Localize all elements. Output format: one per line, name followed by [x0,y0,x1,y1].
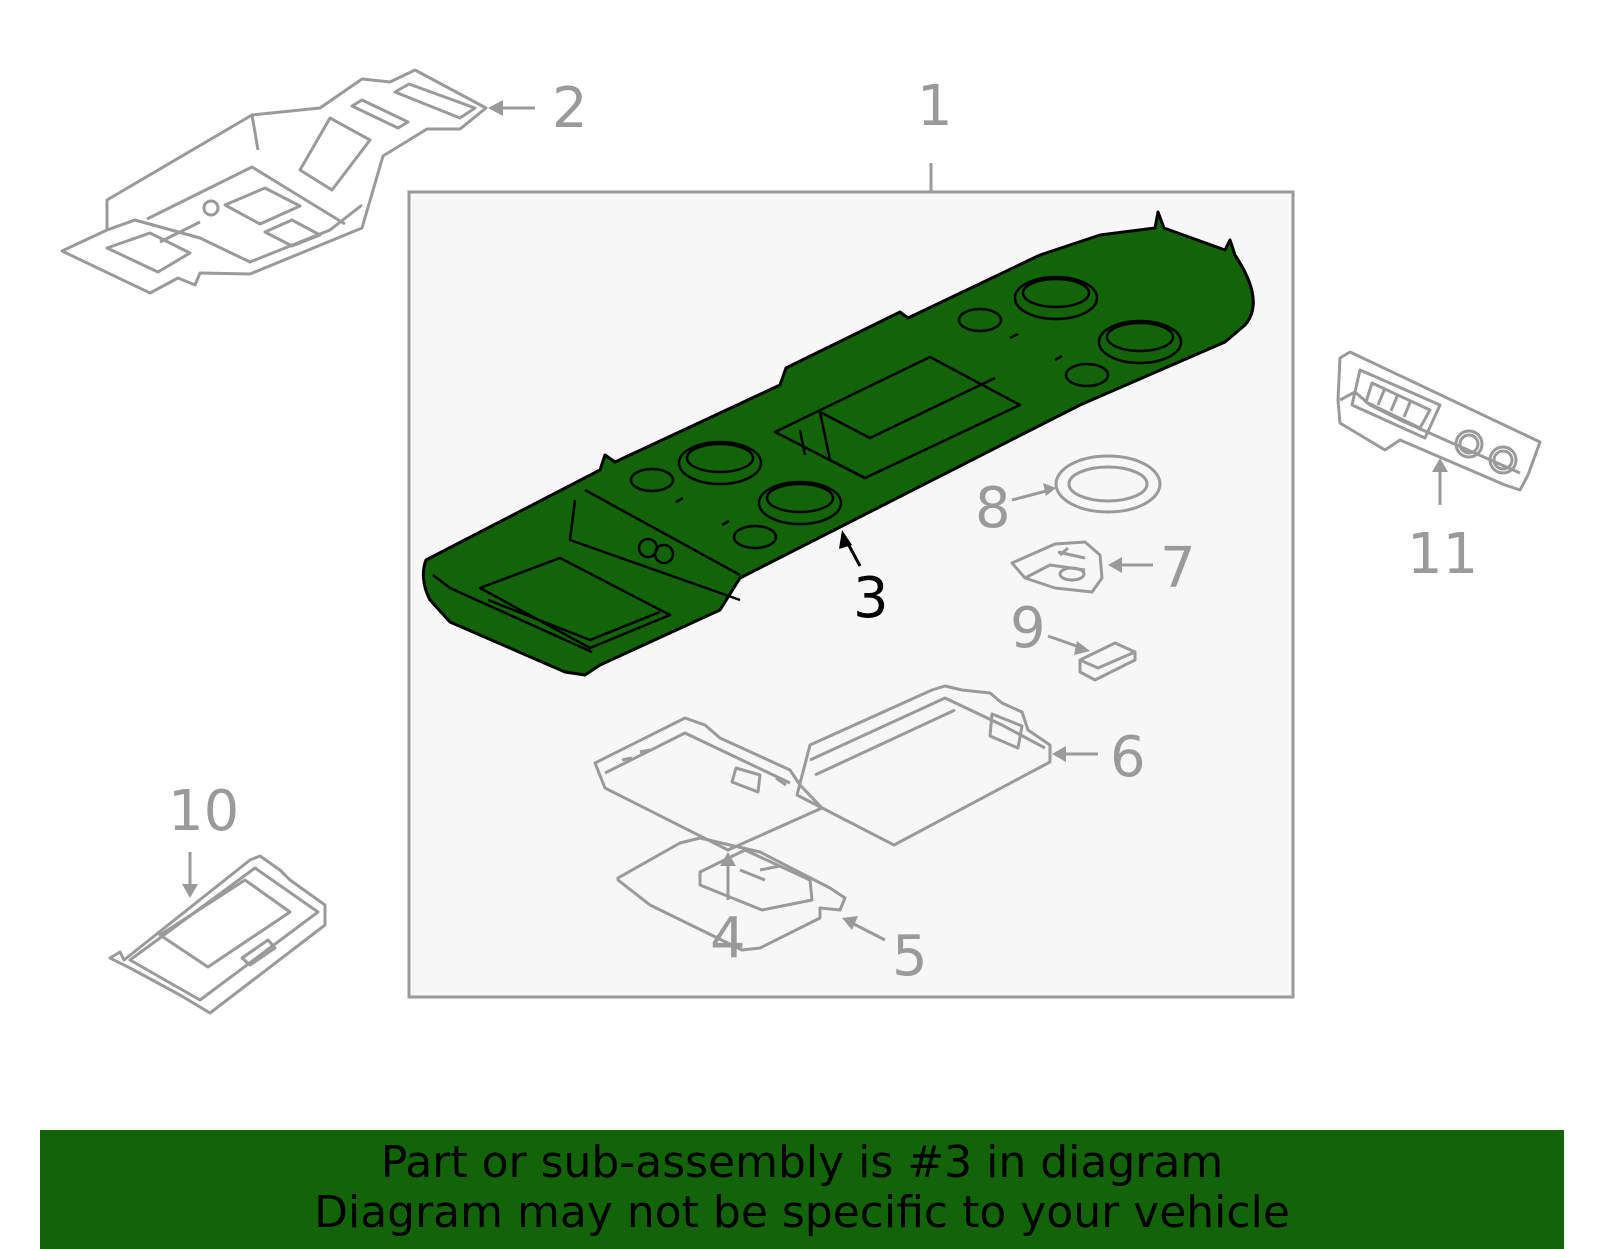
part-11-switch-panel[interactable] [1336,350,1542,492]
callout-9-arrowhead [1074,641,1090,655]
callout-8: 8 [975,476,1011,541]
callout-10: 10 [168,779,239,844]
part-9-clip[interactable] [1078,641,1137,682]
callout-5: 5 [892,924,928,989]
part-5-lamp-base[interactable] [616,836,847,952]
part-3-overhead-console[interactable] [421,210,1255,677]
callout-2-arrowhead [488,100,503,116]
callout-10-arrowhead [182,884,198,898]
callout-6-arrowhead [1052,746,1066,762]
callout-5-arrowhead [842,916,858,930]
disclaimer-line-2: Diagram may not be specific to your vehi… [314,1187,1290,1238]
callout-3: 3 [853,566,889,631]
callout-2: 2 [552,76,588,141]
callout-7: 7 [1160,536,1196,601]
callout-7-arrowhead [1108,557,1122,573]
part-10-storage-tray[interactable] [108,854,327,1015]
callout-4: 4 [710,906,746,971]
callout-8-arrowhead [1043,483,1056,496]
callout-6: 6 [1110,725,1146,790]
disclaimer-banner: Part or sub-assembly is #3 in diagram Di… [40,1130,1564,1249]
part-7-bracket[interactable] [1010,540,1104,594]
disclaimer-line-1: Part or sub-assembly is #3 in diagram [380,1137,1224,1188]
callout-9: 9 [1010,596,1046,661]
part-4-lamp-housing[interactable] [593,716,824,852]
callout-11-arrowhead [1432,458,1448,472]
callout-5-arrow [849,920,886,942]
part-8-seal-ring[interactable] [1054,454,1162,514]
part-2-roof-panel[interactable] [60,68,488,295]
callout-3-arrowhead [839,530,852,549]
callout-8-arrow [1011,488,1051,502]
part-6-lamp-lens[interactable] [795,684,1052,847]
callout-11: 11 [1407,522,1478,587]
callout-1: 1 [917,74,953,139]
